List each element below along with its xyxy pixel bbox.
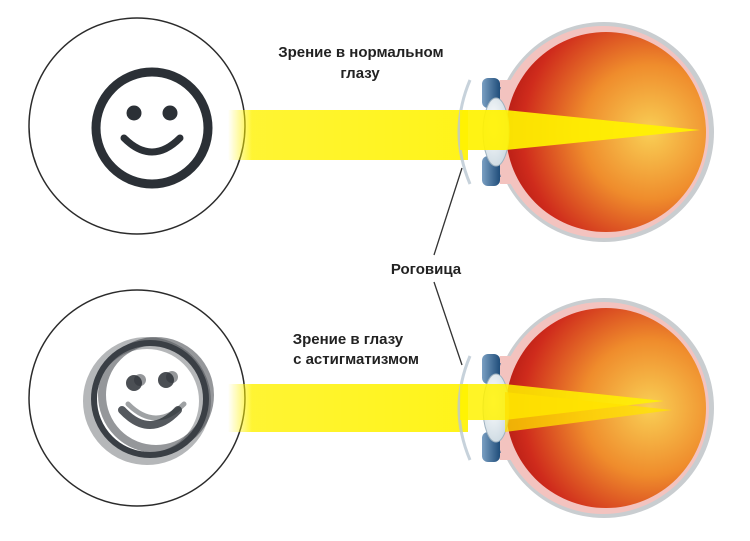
normal-eye-group: Зрение в нормальном глазу [28, 17, 714, 242]
cornea-pointer-top [433, 167, 463, 256]
smiley-face-icon [91, 67, 213, 189]
astigmatism-split-focus-beam [460, 384, 672, 432]
astigmatism-eye-group: Зрение в глазу с астигматизмом [28, 289, 714, 518]
astigmatism-vision-label: Зрение в глазу с астигматизмом [293, 331, 419, 368]
normal-vision-label: Зрение в нормальном глазу [278, 44, 448, 82]
cornea-callout: Роговица [391, 167, 463, 366]
blurred-smiley-face-icon [83, 337, 214, 465]
astigmatism-light-beam [228, 384, 468, 432]
normal-focus-beam [460, 110, 700, 150]
normal-view-circle [28, 17, 246, 235]
cornea-label: Роговица [391, 261, 462, 278]
cornea-pointer-bottom [433, 281, 463, 366]
normal-light-beam [228, 110, 468, 160]
